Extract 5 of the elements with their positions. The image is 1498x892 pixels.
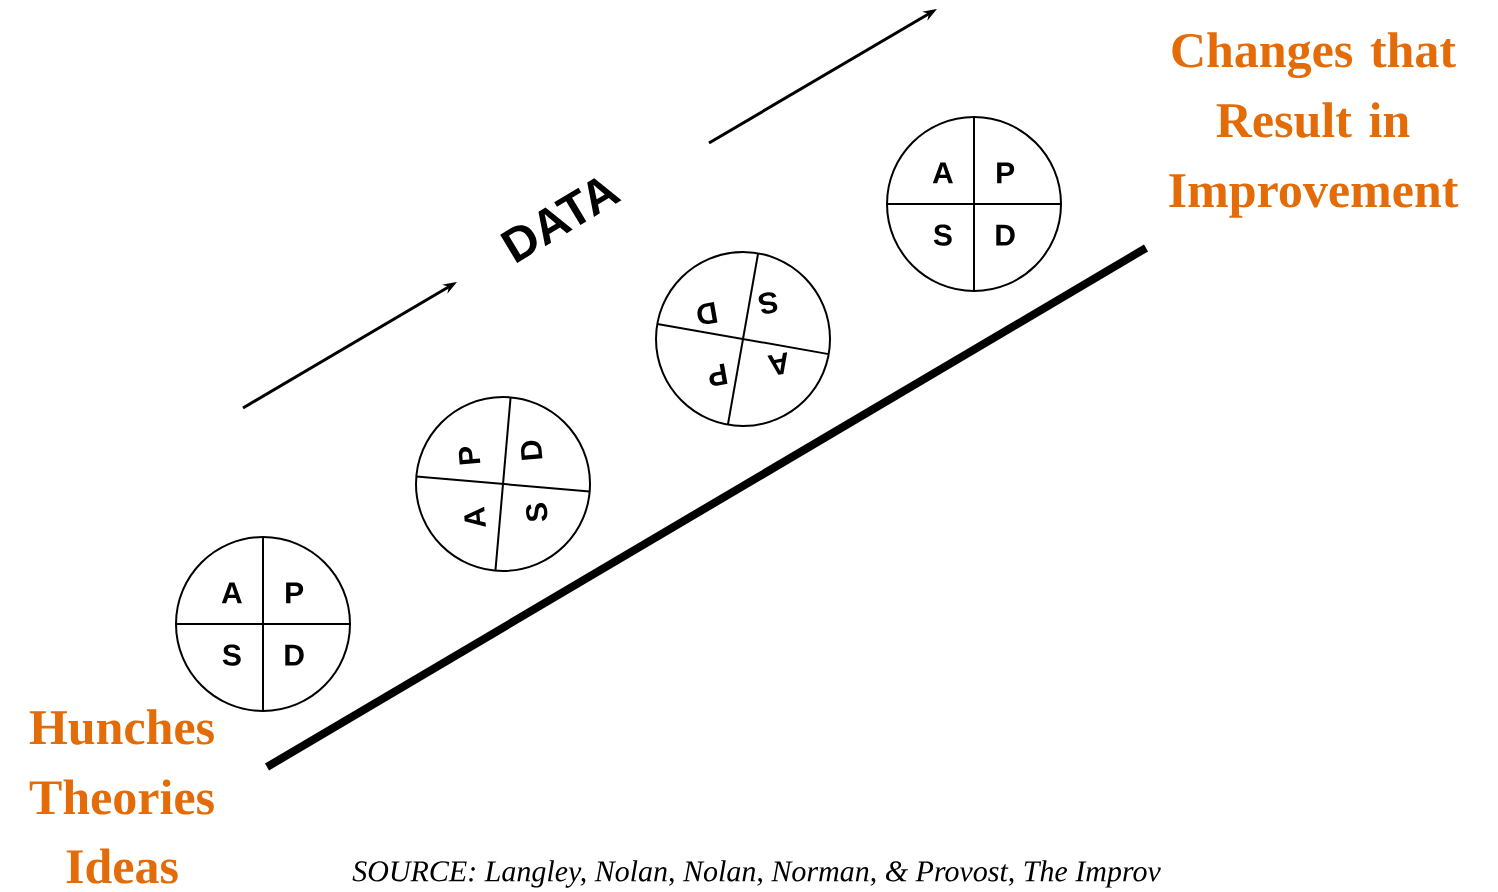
input-label: Hunches — [29, 709, 214, 745]
input-label: Ideas — [66, 848, 178, 884]
input-label: Theories — [29, 779, 214, 815]
source-note: SOURCE: Langley, Nolan, Nolan, Norman, & Provost, The Improv — [352, 860, 1161, 888]
outcome-label: Changes that Result in Improvement — [1169, 32, 1459, 218]
